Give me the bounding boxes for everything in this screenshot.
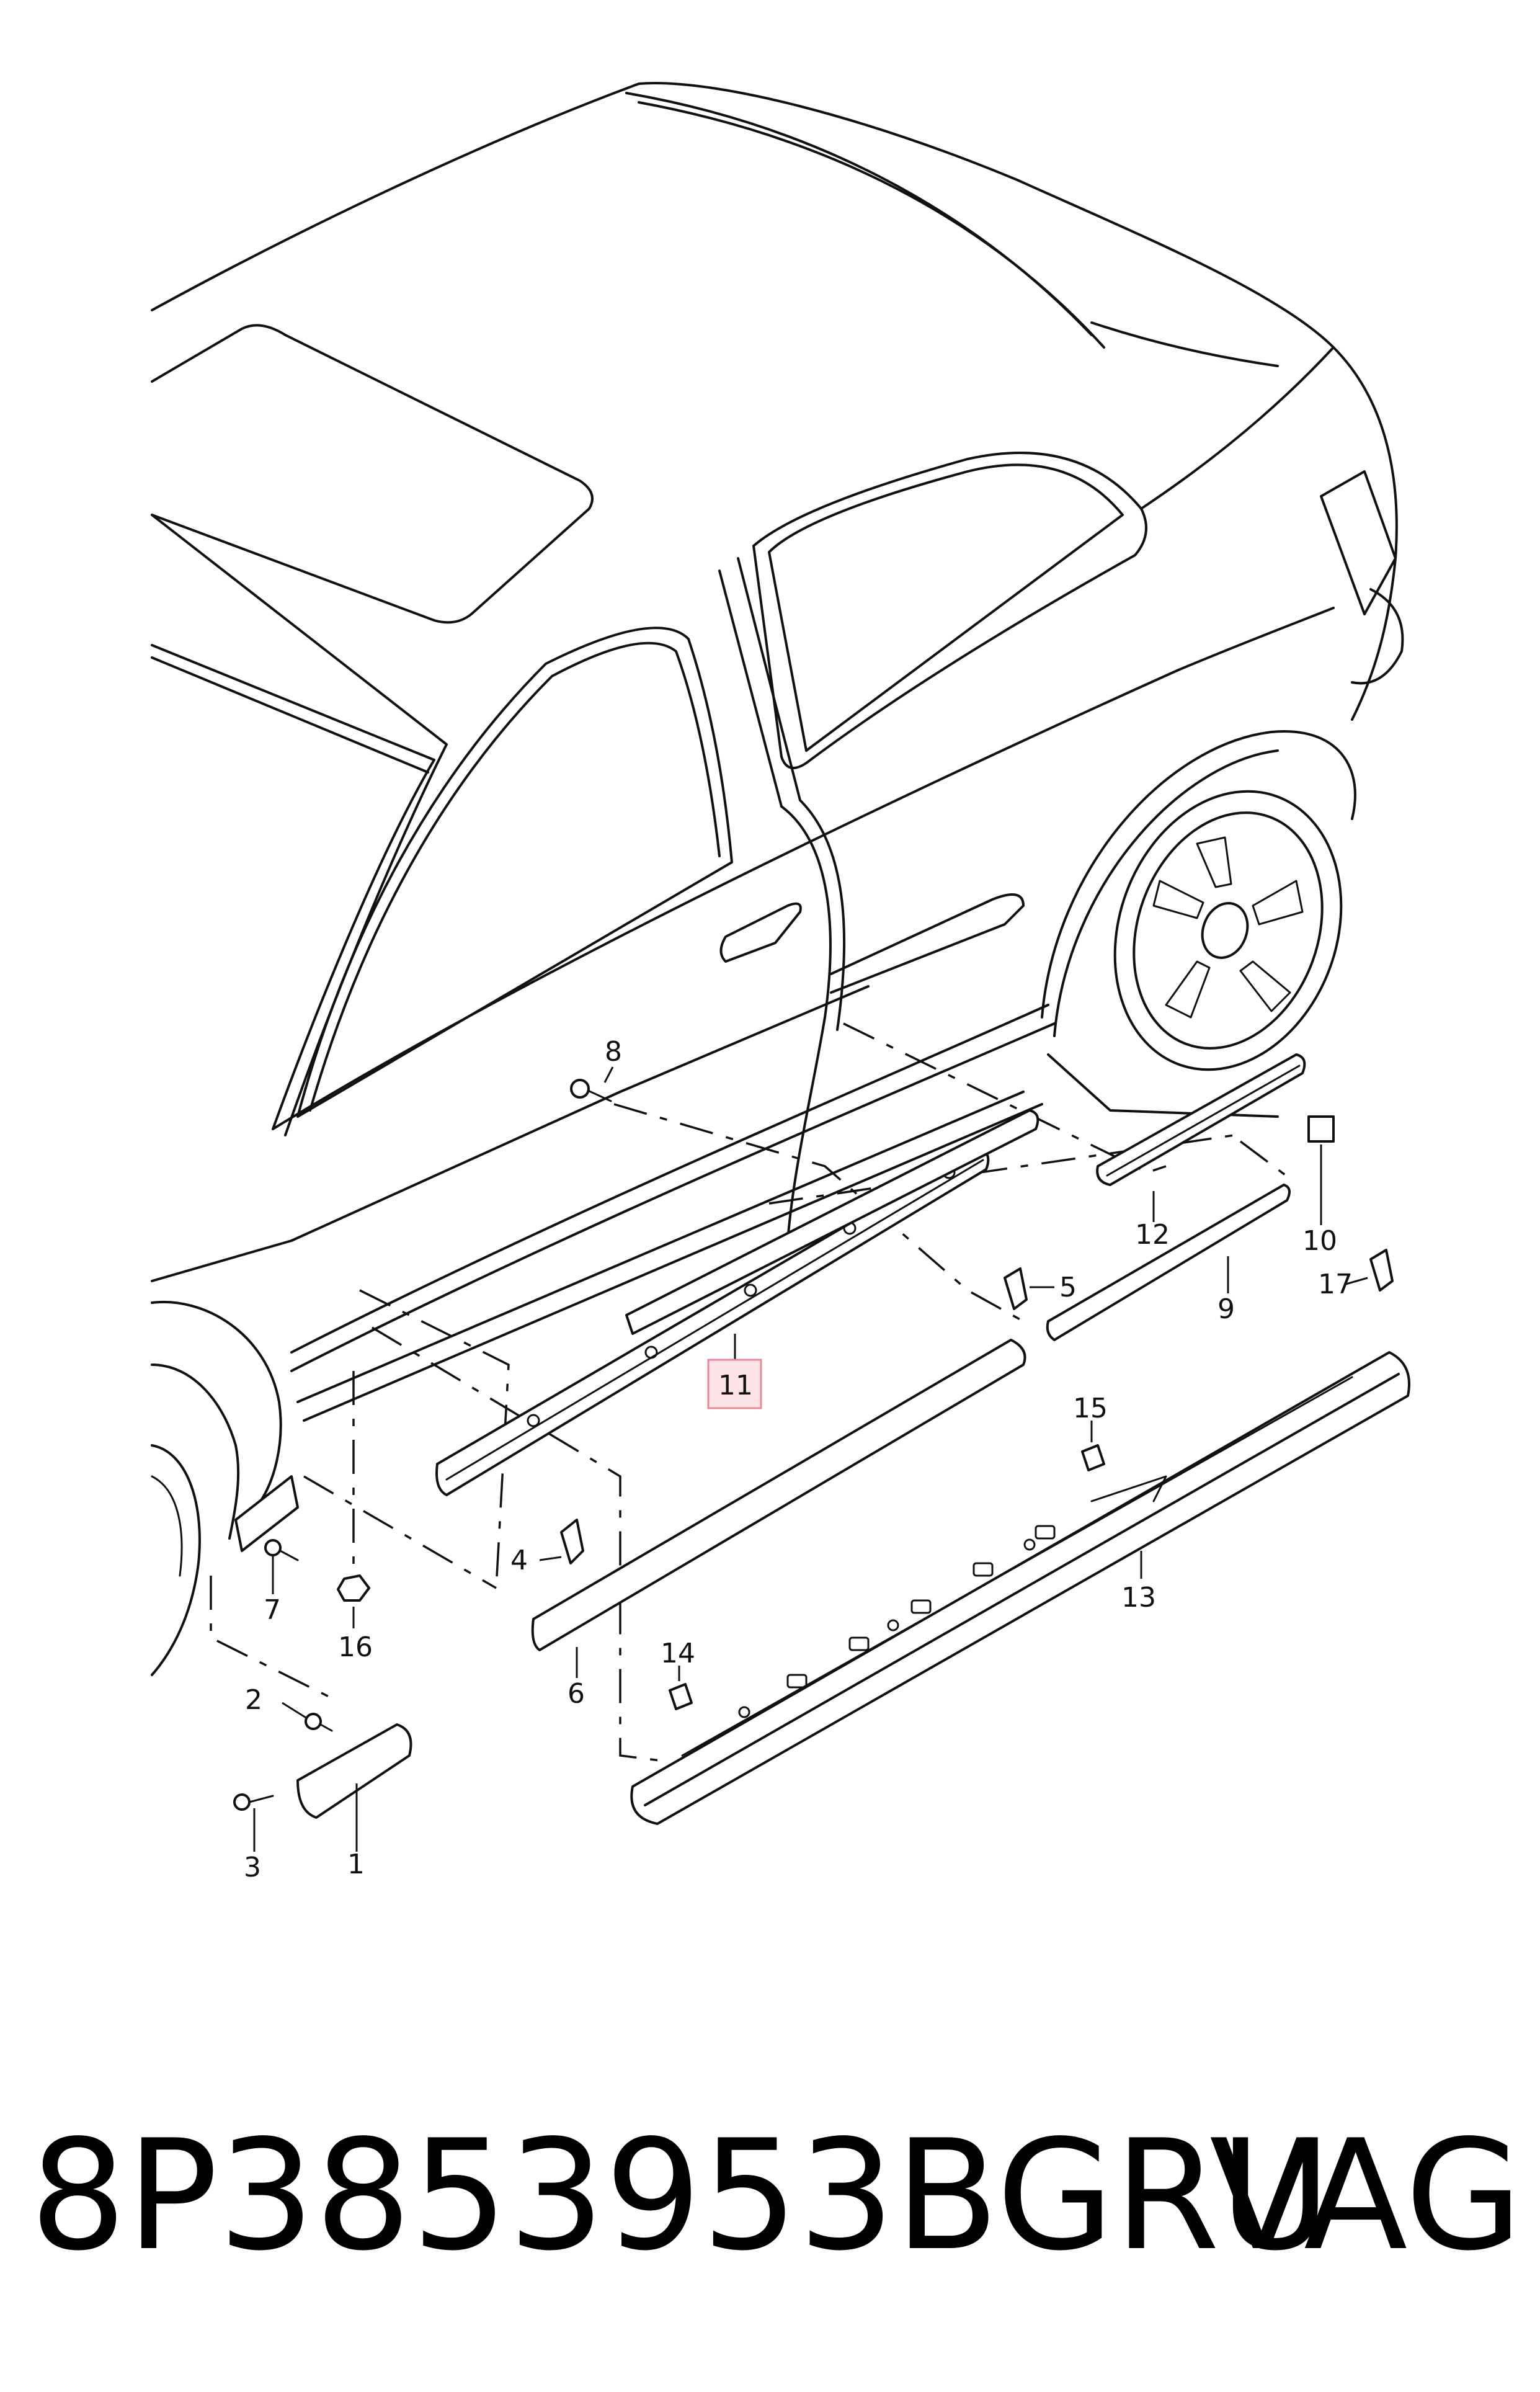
part-11-rear-strip: [625, 1109, 1039, 1335]
callout-7: 7: [264, 1594, 281, 1626]
callout-1: 1: [347, 1849, 365, 1880]
exploded-view-drawing: 1 2 3 4 5 6 7 8 9 10 11 12 13 14 15 16 1…: [151, 82, 1410, 1883]
callouts: 1 2 3 4 5 6 7 8 9 10 11 12 13 14 15 16 1…: [244, 1036, 1353, 1883]
callout-11: 11: [718, 1370, 753, 1401]
part-1-guard: [296, 1723, 412, 1819]
part-6-strip: [531, 1339, 1026, 1651]
callout-8: 8: [605, 1036, 622, 1068]
part-9-strip: [1046, 1184, 1291, 1341]
callout-14: 14: [661, 1638, 695, 1669]
callout-2: 2: [245, 1684, 262, 1716]
callout-5: 5: [1059, 1272, 1077, 1303]
clip-15-icon: [1081, 1444, 1105, 1471]
screw-2-icon: [305, 1713, 333, 1732]
callout-6: 6: [567, 1678, 585, 1710]
leader-lines: [253, 1066, 1368, 1852]
clip-4-icon: [560, 1519, 584, 1564]
callout-11-highlight: [707, 1359, 762, 1409]
callout-3: 3: [244, 1852, 261, 1883]
screw-8-icon: [570, 1079, 612, 1102]
part-10-cap: [1307, 1115, 1335, 1143]
car-body-outline: [151, 82, 1404, 1676]
footer: 8P3853953BGRU VAG: [0, 2103, 1540, 2289]
part-7-front-bracket: [234, 1475, 299, 1552]
part-number: 8P3853953BGRU: [30, 2107, 1331, 2284]
callout-16: 16: [338, 1631, 373, 1663]
callout-15: 15: [1073, 1393, 1108, 1424]
explosion-lines: [210, 1022, 1291, 1763]
part-11-front-door-moulding: [435, 1146, 990, 1496]
callout-17: 17: [1318, 1269, 1353, 1300]
clip-17-icon: [1369, 1249, 1394, 1292]
callout-13: 13: [1121, 1582, 1156, 1613]
callout-4: 4: [510, 1545, 528, 1576]
part-13-sill-panel: [630, 1351, 1410, 1825]
screw-3-icon: [233, 1793, 274, 1811]
callout-10: 10: [1302, 1225, 1337, 1257]
part-12-quarter-moulding: [1096, 1053, 1306, 1186]
screw-7-icon: [264, 1539, 299, 1561]
brand-label: VAG: [1209, 2107, 1523, 2284]
clip-5-icon: [1004, 1267, 1028, 1310]
fasteners: [233, 1079, 1394, 1811]
clip-14-icon: [669, 1683, 693, 1710]
callout-9: 9: [1217, 1293, 1235, 1325]
nut-16-icon: [337, 1574, 370, 1602]
callout-12: 12: [1135, 1219, 1170, 1251]
